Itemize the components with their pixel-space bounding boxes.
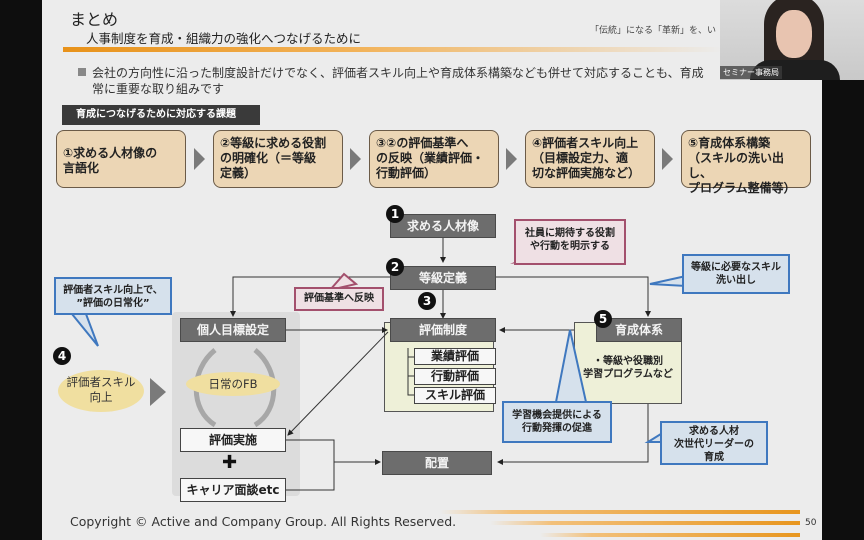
chevron-right-icon [350,148,361,170]
issues-section-label: 育成につなげるために対応する課題 [62,105,260,125]
header-divider [63,47,723,52]
callout-leader-line1: 求める人材 [689,426,739,437]
issue-4-line3: 切な評価実施など） [532,166,641,180]
slide-subtitle: 人事制度を育成・組織力の強化へつなげるために [86,31,362,46]
callout-tail-skill [649,274,687,288]
chevron-right-icon [662,148,673,170]
footer-bar-middle [490,521,800,525]
node-goal-setting: 個人目標設定 [180,318,286,342]
node-evaluation-system: 評価制度 [390,318,496,342]
page-number: 50 [805,518,817,528]
career-interview-box: キャリア面談etc [180,478,286,502]
node-grade-definition: 等級定義 [390,266,496,290]
evaluation-execution-box: 評価実施 [180,428,286,452]
slide-title: まとめ [70,10,119,29]
issue-5-line2: （スキルの洗い出し、 [688,151,785,180]
callout-skill-line2: 洗い出し [716,275,756,286]
callout-daily-line2: ”評価の日常化” [76,298,150,309]
sub-eval-behavior: 行動評価 [414,368,496,385]
issue-2-line1: ②等級に求める役割 [220,136,327,150]
issue-card-2: ②等級に求める役割 の明確化（＝等級 定義） [213,130,343,188]
callout-tail-daily [69,313,99,347]
issue-3-line3: 行動評価） [376,166,437,180]
sub-eval-performance: 業績評価 [414,348,496,365]
bullet-text-line2: 常に重要な取り組みです [92,82,225,96]
issue-1-line1: ①求める人材像の [63,146,158,160]
badge-5: 5 [594,310,612,328]
daily-cycle-panel [172,312,300,496]
issue-5-line1: ⑤育成体系構築 [688,136,771,150]
callout-reflect-criteria: 評価基準へ反映 [294,287,384,311]
callout-next-leaders: 求める人材 次世代リーダーの 育成 [660,421,768,465]
issue-1-line2: 言語化 [63,161,100,175]
badge-4: 4 [53,347,71,365]
issue-card-1: ①求める人材像の 言語化 [56,130,186,188]
company-motto: 「伝統」になる「革新」を、い [590,26,717,36]
callout-clarify-roles: 社員に期待する役割 や行動を明示する [514,219,626,265]
chevron-right-icon [194,148,205,170]
callout-leader-line2: 次世代リーダーの [674,439,754,450]
evaluator-skill-line2: 向上 [89,390,113,404]
issue-4-line2: （目標設定力、適 [532,151,629,165]
badge-2: 2 [386,258,404,276]
node-desired-persona: 求める人材像 [390,214,496,238]
evaluator-skill-line1: 評価者スキル [66,375,136,389]
callout-learning-line2: 行動発揮の促進 [522,423,592,434]
sub-eval-skill: スキル評価 [414,387,496,404]
bullet-square-icon [78,68,86,76]
badge-3: 3 [418,292,436,310]
issue-card-3: ③②の評価基準へ の反映（業績評価・ 行動評価） [369,130,499,188]
callout-roles-line1: 社員に期待する役割 [525,228,615,239]
participant-name-label: セミナー事務局 [720,66,782,79]
participant-face [776,10,812,58]
footer-bar-top [440,510,800,514]
issue-5-line3: プログラム整備等） [688,181,796,195]
arrow-eval-to-exec [287,331,389,436]
arrow-grade-to-training [496,276,651,317]
callout-skill-line1: 等級に必要なスキル [691,262,781,273]
issue-card-4: ④評価者スキル向上 （目標設定力、適 切な評価実施など） [525,130,655,188]
issue-3-line2: の反映（業績評価・ [376,151,485,165]
copyright-footer: Copyright © Active and Company Group. Al… [70,514,457,529]
summary-bullet: 会社の方向性に沿った制度設計だけでなく、評価者スキル向上や育成体系構築なども併せ… [78,65,738,97]
chevron-right-icon [150,378,166,406]
training-desc-line1: ・等級や役職別 [593,356,663,367]
node-placement: 配置 [382,451,492,475]
callout-leader-line3: 育成 [704,452,724,463]
badge-1: 1 [386,205,404,223]
callout-daily-line1: 評価者スキル向上で、 [63,285,163,296]
training-desc-line2: 学習プログラムなど [583,369,673,380]
callout-learning-opportunity: 学習機会提供による 行動発揮の促進 [502,401,612,443]
bullet-text-line1: 会社の方向性に沿った制度設計だけでなく、評価者スキル向上や育成体系構築なども併せ… [92,66,704,80]
arrow-training-to-placement [497,404,649,465]
callout-roles-line2: や行動を明示する [530,241,610,252]
webcam-video-tile[interactable]: セミナー事務局 [720,0,864,80]
plus-icon: ✚ [222,452,238,473]
evaluator-skill-ellipse: 評価者スキル 向上 [58,370,144,412]
footer-bar-bottom [540,533,800,537]
connector-exec-career [286,439,335,491]
daily-feedback-ellipse: 日常のFB [186,372,280,396]
issue-2-line2: の明確化（＝等級 [220,151,317,165]
callout-skill-inventory: 等級に必要なスキル 洗い出し [682,254,790,294]
issue-2-line3: 定義） [220,166,257,180]
issue-4-line1: ④評価者スキル向上 [532,136,639,150]
issue-3-line1: ③②の評価基準へ [376,136,469,150]
issue-card-5: ⑤育成体系構築 （スキルの洗い出し、 プログラム整備等） [681,130,811,195]
arrow-grade-to-goal [230,276,390,317]
chevron-right-icon [506,148,517,170]
training-description: ・等級や役職別 学習プログラムなど [580,355,676,381]
callout-daily-evaluation: 評価者スキル向上で、 ”評価の日常化” [54,277,172,315]
callout-learning-line1: 学習機会提供による [512,410,602,421]
